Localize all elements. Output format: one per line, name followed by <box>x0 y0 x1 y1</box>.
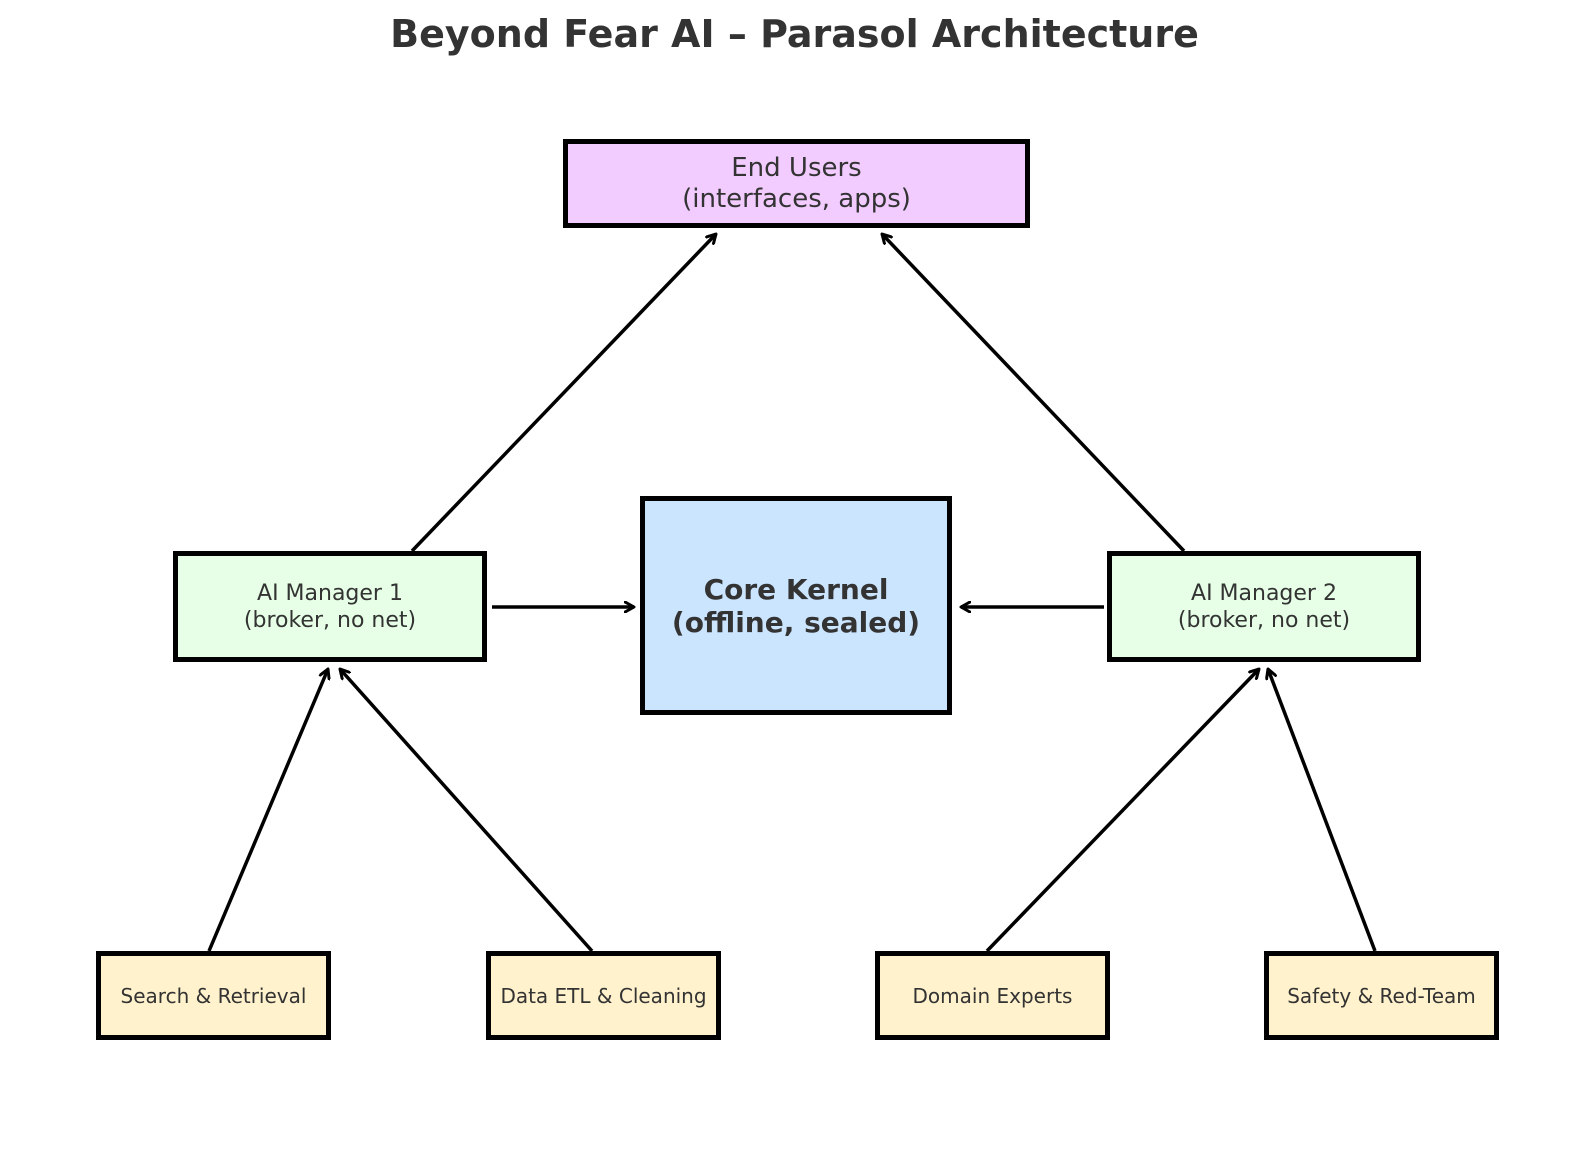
node-data-etl-label: Data ETL & Cleaning <box>500 983 707 1008</box>
arrow-search-to-manager-1 <box>207 669 328 952</box>
node-ai-manager-2-sublabel: (broker, no net) <box>1177 607 1351 633</box>
node-data-etl: Data ETL & Cleaning <box>486 951 721 1040</box>
node-search-retrieval: Search & Retrieval <box>96 951 331 1040</box>
node-safety-red-team-label: Safety & Red-Team <box>1287 983 1476 1008</box>
node-domain-experts: Domain Experts <box>875 951 1110 1040</box>
node-core-kernel: Core Kernel (offline, sealed) <box>640 496 952 715</box>
arrow-manager-2-to-end-users <box>882 234 1186 553</box>
node-core-kernel-sublabel: (offline, sealed) <box>671 605 921 639</box>
arrow-safety-to-manager-2 <box>1268 669 1377 952</box>
node-core-kernel-label: Core Kernel <box>703 572 889 606</box>
node-end-users-label: End Users <box>731 152 862 183</box>
diagram-title: Beyond Fear AI – Parasol Architecture <box>390 12 1199 56</box>
node-domain-experts-label: Domain Experts <box>912 983 1073 1008</box>
node-search-retrieval-label: Search & Retrieval <box>120 983 307 1008</box>
node-ai-manager-2: AI Manager 2 (broker, no net) <box>1107 551 1421 662</box>
arrow-etl-to-manager-1 <box>340 669 594 953</box>
node-ai-manager-1-label: AI Manager 1 <box>257 580 403 606</box>
arrow-manager-1-to-end-users <box>410 234 716 553</box>
node-end-users-sublabel: (interfaces, apps) <box>682 183 911 214</box>
node-ai-manager-1: AI Manager 1 (broker, no net) <box>173 551 487 662</box>
node-end-users: End Users (interfaces, apps) <box>563 139 1030 228</box>
arrow-domain-experts-to-manager-2 <box>985 669 1259 953</box>
node-ai-manager-2-label: AI Manager 2 <box>1191 580 1337 606</box>
node-ai-manager-1-sublabel: (broker, no net) <box>243 607 417 633</box>
node-safety-red-team: Safety & Red-Team <box>1264 951 1499 1040</box>
